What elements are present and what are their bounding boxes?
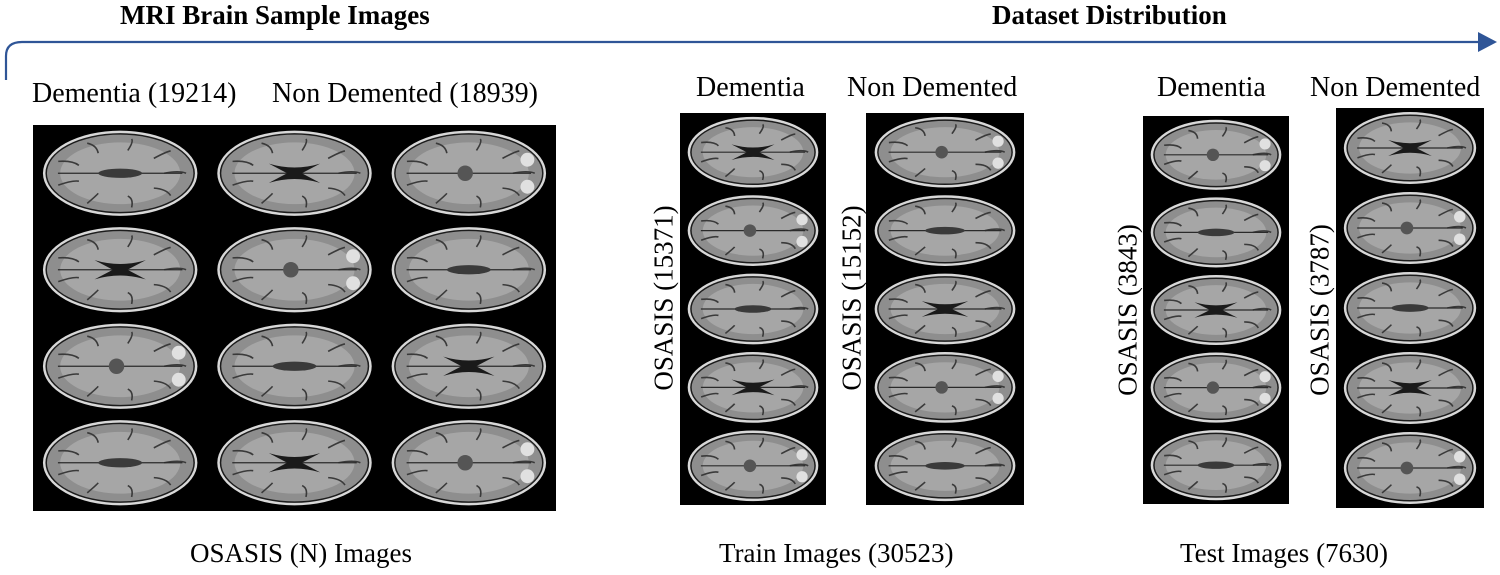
mri-slice-image (1150, 197, 1282, 268)
mri-slice-image (217, 130, 372, 216)
heading-mri-samples: MRI Brain Sample Images (120, 0, 430, 30)
mri-slice-image (687, 352, 819, 423)
mri-slice-image (874, 273, 1016, 345)
mri-slice-image (391, 420, 547, 506)
mri-slice-image (1343, 112, 1477, 184)
mri-slice-image (217, 420, 372, 506)
heading-dataset-distribution: Dataset Distribution (992, 0, 1227, 30)
mri-slice-image (1150, 119, 1282, 190)
mri-slice-image (1150, 352, 1282, 423)
mri-slice-image (1150, 274, 1282, 346)
test-non-demented-label: Non Demented (1310, 72, 1481, 103)
mri-slice-image (874, 116, 1016, 188)
mri-slice-image (42, 323, 198, 409)
flow-arrow (4, 32, 1497, 80)
mri-slice-image (42, 130, 198, 216)
train-dementia-count: OSASIS (15371) (648, 205, 679, 391)
mri-slice-image (1343, 192, 1477, 264)
test-non-demented-mri-column (1336, 108, 1484, 508)
samples-caption: OSASIS (N) Images (190, 538, 412, 568)
test-dementia-mri-column (1143, 116, 1289, 504)
train-non-demented-label: Non Demented (847, 72, 1018, 103)
mri-slice-image (687, 195, 819, 266)
test-dementia-count: OSASIS (3843) (1112, 224, 1143, 396)
samples-mri-grid (33, 125, 556, 511)
samples-non-demented-label: Non Demented (18939) (272, 78, 538, 109)
mri-slice-image (1343, 352, 1477, 424)
mri-slice-image (217, 323, 372, 409)
mri-slice-image (42, 227, 198, 313)
mri-slice-image (687, 273, 819, 345)
test-non-demented-count: OSASIS (3787) (1304, 224, 1335, 396)
train-dementia-label: Dementia (696, 72, 805, 103)
mri-slice-image (391, 130, 547, 216)
train-caption: Train Images (30523) (719, 538, 954, 568)
mri-slice-image (391, 323, 547, 409)
mri-slice-image (1150, 430, 1282, 501)
mri-slice-image (687, 430, 819, 502)
mri-slice-image (217, 227, 372, 313)
mri-slice-image (874, 195, 1016, 266)
mri-slice-image (391, 227, 547, 313)
samples-dementia-label: Dementia (19214) (32, 78, 237, 109)
mri-slice-image (687, 116, 819, 188)
mri-slice-image (874, 352, 1016, 423)
train-dementia-mri-column (680, 113, 826, 505)
test-dementia-label: Dementia (1157, 72, 1266, 103)
mri-slice-image (874, 430, 1016, 502)
train-non-demented-mri-column (866, 113, 1024, 505)
test-caption: Test Images (7630) (1180, 538, 1389, 568)
mri-slice-image (42, 420, 198, 506)
mri-slice-image (1343, 272, 1477, 344)
mri-slice-image (1343, 432, 1477, 504)
train-non-demented-count: OSASIS (15152) (836, 205, 867, 391)
